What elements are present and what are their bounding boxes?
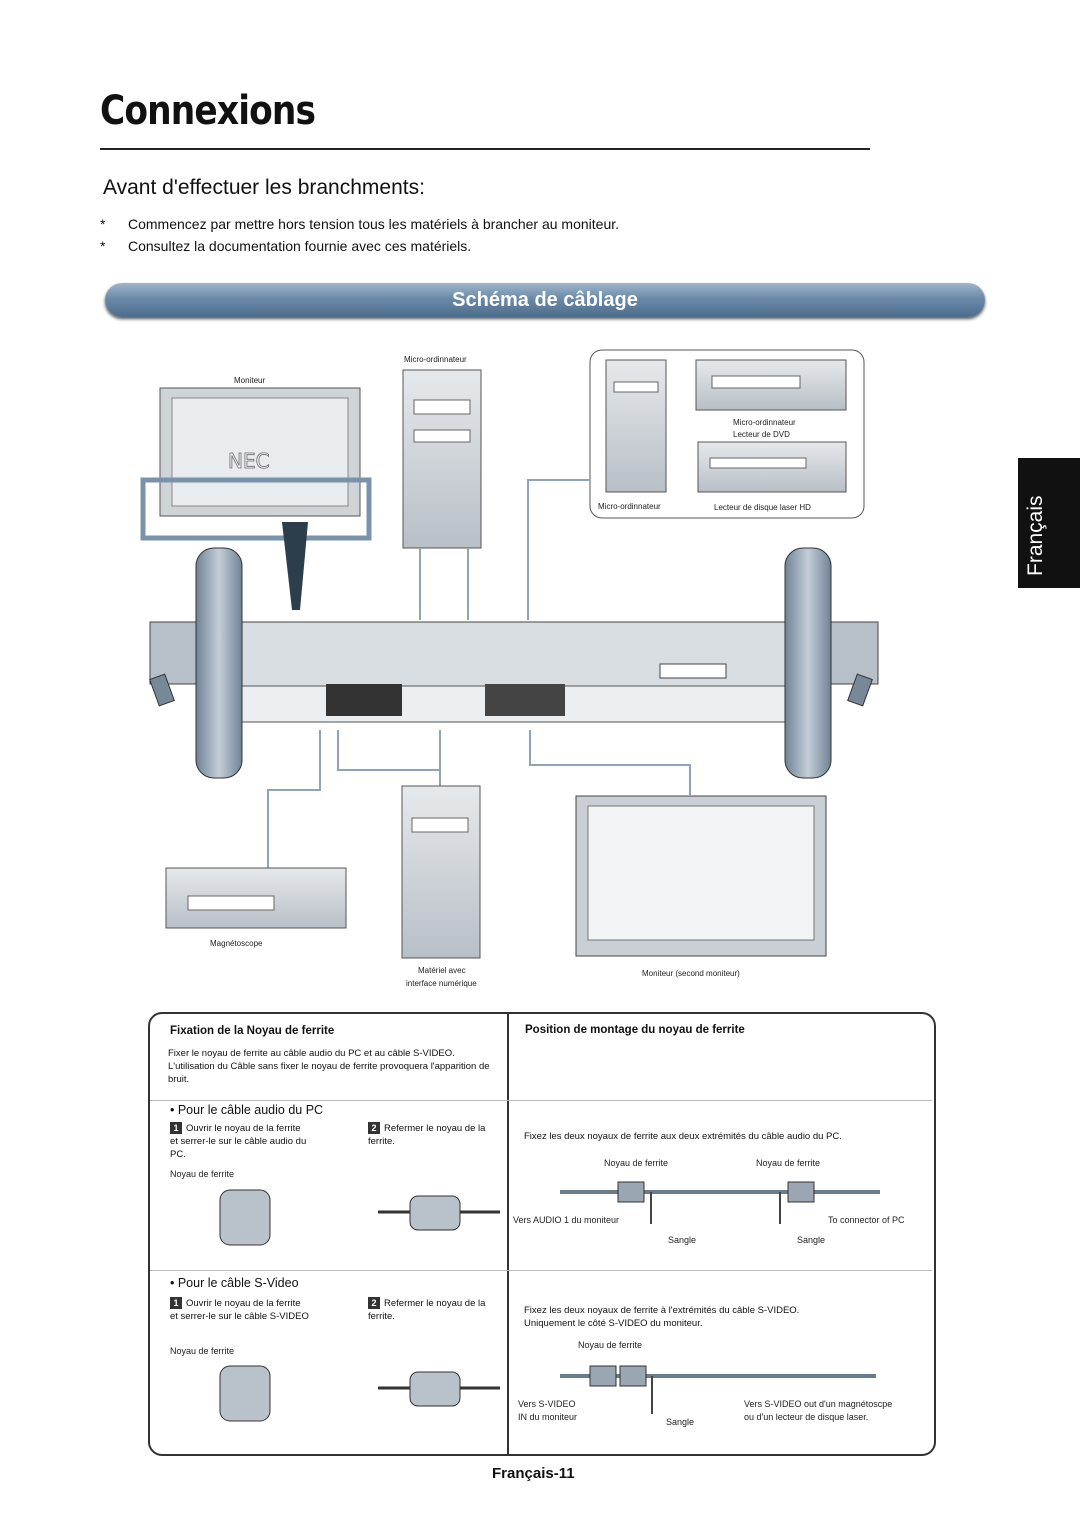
bullet-text: Consultez la documentation fournie avec … [128, 238, 472, 254]
svideo-vers-out-2: ou d'un lecteur de disque laser. [744, 1412, 869, 1422]
svideo-heading: • Pour le câble S-Video [170, 1276, 299, 1290]
dvd-player [695, 359, 847, 411]
label-numerique-2: interface numérique [406, 979, 477, 988]
second-monitor [575, 795, 827, 957]
audio-to-pc: To connector of PC [828, 1215, 905, 1225]
bullet-marker: * [100, 238, 106, 254]
svideo-right-desc: Fixez les deux noyaux de ferrite à l'ext… [524, 1305, 800, 1329]
audio-right-desc: Fixez les deux noyaux de ferrite aux deu… [524, 1131, 842, 1142]
digital-equipment-tower [401, 785, 481, 959]
section-subtitle: Avant d'effectuer les branchments: [103, 176, 425, 199]
ferrite-left-title: Fixation de la Noyau de ferrite [170, 1025, 335, 1037]
wiring-diagram: NEC [140, 349, 879, 959]
ferrite-intro: Fixer le noyau de ferrite au câble audio… [168, 1048, 490, 1085]
audio-sangle-2: Sangle [797, 1235, 826, 1245]
audio-noyau-right: Noyau de ferrite [756, 1158, 821, 1168]
section-banner: Schéma de câblage [105, 283, 985, 317]
svideo-noyau-top: Noyau de ferrite [578, 1340, 643, 1350]
step-number: 1 [170, 1122, 182, 1134]
svideo-sangle: Sangle [666, 1417, 695, 1427]
audio-heading: • Pour le câble audio du PC [170, 1103, 324, 1117]
label-second-monitor: Moniteur (second moniteur) [642, 969, 740, 978]
label-micro-top: Micro-ordinnateur [404, 355, 467, 364]
audio-ferrite-illustration [219, 1189, 500, 1246]
label-numerique-1: Matériel avec [418, 966, 466, 975]
audio-sangle-1: Sangle [668, 1235, 697, 1245]
nec-logo: NEC [228, 449, 270, 473]
bullet-text: Commencez par mettre hors tension tous l… [128, 216, 620, 232]
step-number: 2 [368, 1122, 380, 1134]
monitor-connector-panel [149, 621, 879, 723]
svideo-cable-illustration [560, 1365, 876, 1414]
label-dvd: Lecteur de DVD [733, 430, 790, 439]
signal-fan [282, 522, 308, 610]
label-laser: Lecteur de disque laser HD [714, 503, 811, 512]
step-text: Ouvrir le noyau de la ferrite et serrer-… [170, 1123, 307, 1160]
label-micro-group: Micro-ordinnateur [598, 502, 661, 511]
page-footer: Français-11 [492, 1465, 575, 1482]
step-number: 1 [170, 1297, 182, 1309]
language-tab: Français [1018, 458, 1080, 588]
svideo-vers-in-1: Vers S-VIDEO [518, 1399, 576, 1409]
monitor-rear-illustration: NEC [140, 387, 372, 541]
ferrite-panel-divider [507, 1014, 509, 1454]
bullet-marker: * [100, 216, 106, 232]
audio-vers: Vers AUDIO 1 du moniteur [513, 1215, 620, 1225]
stand-left [195, 547, 243, 779]
audio-noyau-left: Noyau de ferrite [604, 1158, 669, 1168]
svideo-vers-out-1: Vers S-VIDEO out d'un magnétoscpe [744, 1399, 893, 1409]
step-text: Refermer le noyau de la ferrite. [368, 1123, 486, 1147]
svideo-ferrite-illustration [219, 1365, 500, 1422]
pc-tower-group [605, 359, 667, 493]
step-number: 2 [368, 1297, 380, 1309]
vcr-illustration [165, 867, 347, 929]
svideo-vers-in-2: IN du moniteur [518, 1412, 578, 1422]
label-micro-dvd: Micro-ordinnateur [733, 418, 796, 427]
title-rule [100, 148, 870, 150]
ferrite-right-title: Position de montage du noyau de ferrite [525, 1024, 745, 1036]
audio-noyau-label: Noyau de ferrite [170, 1169, 235, 1179]
step-text: Ouvrir le noyau de la ferrite et serrer-… [170, 1298, 309, 1322]
audio-cable-illustration [560, 1181, 880, 1224]
page-title: Connexions [100, 88, 316, 134]
bullet-item: * Consultez la documentation fournie avec… [100, 238, 471, 254]
svideo-noyau-label: Noyau de ferrite [170, 1346, 235, 1356]
cable-lines [267, 479, 691, 868]
label-magnetoscope: Magnétoscope [210, 939, 263, 948]
bullet-item: * Commencez par mettre hors tension tous … [100, 216, 619, 232]
stand-right [784, 547, 832, 779]
laser-disc-player [697, 441, 847, 493]
pc-tower-top [402, 369, 482, 549]
ferrite-panel [148, 1012, 936, 1456]
step-text: Refermer le noyau de la ferrite. [368, 1298, 486, 1322]
label-moniteur: Moniteur [234, 376, 266, 385]
